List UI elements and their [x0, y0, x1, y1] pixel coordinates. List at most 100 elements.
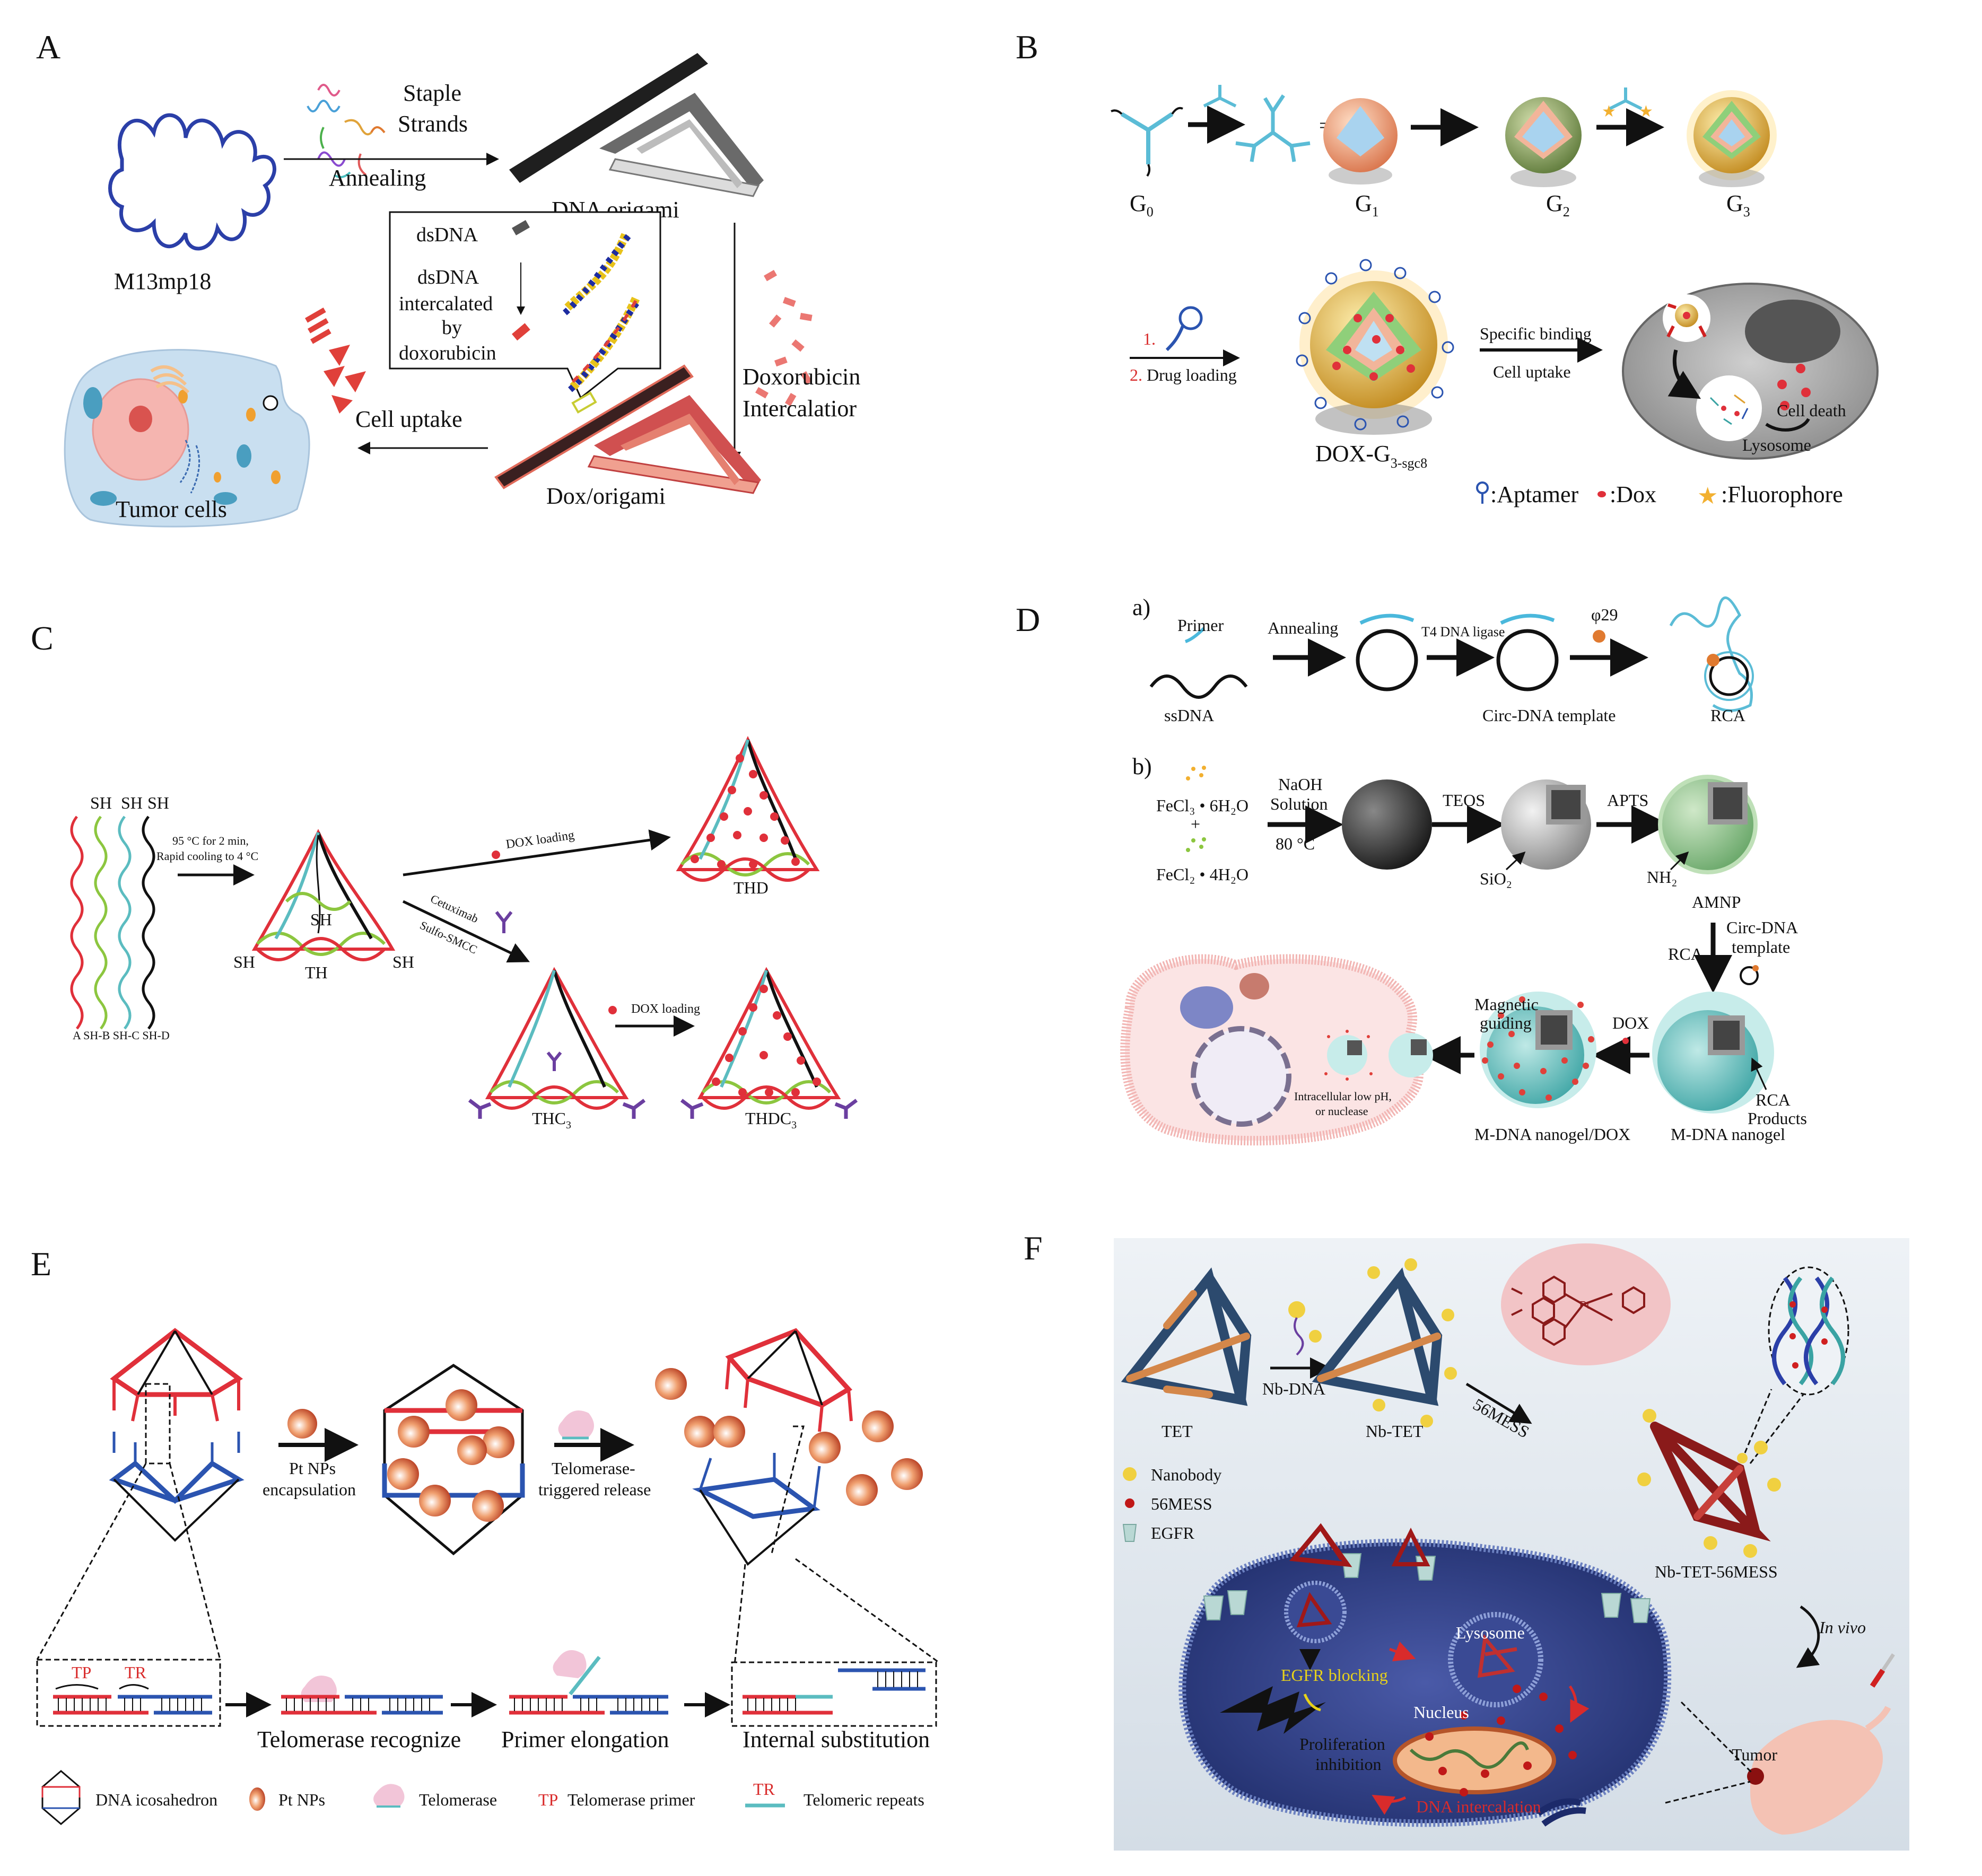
- legend-tp-label: Telomerase primer: [567, 1790, 695, 1809]
- tr-label: TR: [125, 1663, 147, 1682]
- tetrahedron-thdc3-icon: [680, 967, 858, 1119]
- th-label: TH: [305, 963, 328, 982]
- d-dox-dot-icon: [1622, 1038, 1629, 1044]
- legend-tr-mark: TR: [753, 1779, 775, 1799]
- dox-loading-label-2: DOX loading: [631, 1002, 700, 1016]
- dox-g3-sgc8-label: DOX-G3-sgc8: [1315, 441, 1427, 471]
- panel-c: C SH SH SH A SH-B SH-C SH-D 95 °C for 2 …: [31, 619, 858, 1131]
- silica-shell-sphere-icon: [1501, 779, 1591, 870]
- tumor-label: Tumor: [1732, 1745, 1777, 1764]
- tp-tr-duplex-box: TP TR: [36, 1659, 221, 1727]
- panel-label-b: B: [1016, 28, 1038, 66]
- teos-label: TEOS: [1443, 791, 1485, 810]
- dox-origami-fragments-icon: [305, 308, 366, 414]
- panel-b: B =: [1016, 28, 1879, 509]
- lysosome-label: Lysosome: [1456, 1623, 1525, 1642]
- panel-e: E Pt NPs encapsulation: [31, 1245, 939, 1825]
- thdc3-label: THDC3: [745, 1109, 797, 1131]
- panel-f: F TET Nb-DNA Nb-TET: [1024, 1229, 1909, 1851]
- sh-left-label: SH: [233, 952, 255, 971]
- g3-sphere-icon: [1687, 90, 1777, 187]
- f-legend: Nanobody 56MESS EGFR: [1122, 1465, 1221, 1542]
- legend-aptamer-label: :Aptamer: [1490, 481, 1579, 507]
- amnp-sphere-icon: [1658, 775, 1758, 874]
- cetuximab-label: Cetuximab: [429, 892, 481, 925]
- amnp-label: AMNP: [1692, 892, 1741, 911]
- inset-dsdna-label: dsDNA: [416, 224, 478, 246]
- annealing-label: Annealing: [329, 165, 426, 191]
- legend-pt-label: Pt NPs: [278, 1790, 325, 1809]
- dox-dot-icon: [492, 851, 500, 859]
- guiding-label: guiding: [1480, 1013, 1532, 1032]
- annealing-condition-2: Rapid cooling to 4 °C: [156, 849, 258, 863]
- legend-dox-label: :Dox: [1610, 481, 1656, 507]
- d-dox-label: DOX: [1612, 1013, 1649, 1032]
- m-dna-nanogel-label: M-DNA nanogel: [1671, 1125, 1785, 1144]
- primer-label: Primer: [1177, 616, 1224, 635]
- egfr-blocking-label: EGFR blocking: [1281, 1665, 1388, 1685]
- tet-tetrahedron-icon: [1121, 1267, 1252, 1406]
- nude-mouse-icon: [1747, 1653, 1895, 1835]
- dox-loading-label-1: DOX loading: [505, 828, 575, 852]
- rca-products-label-1: RCA: [1756, 1090, 1791, 1109]
- panel-a: A M13mp18 Staple Strands Annealing DNA o…: [36, 28, 860, 528]
- telomerase-recognize-duplex: [281, 1676, 443, 1715]
- solution-label: Solution: [1270, 794, 1328, 813]
- t4-ligase-label: T4 DNA ligase: [1421, 624, 1505, 639]
- g3-label: G3: [1726, 190, 1750, 220]
- cell-death-label: Cell death: [1777, 401, 1846, 420]
- dna-origami-icon: [509, 53, 764, 197]
- tetrahedron-thc3-icon: [468, 967, 646, 1119]
- telomerase-icon: [558, 1410, 594, 1440]
- g1-sphere-icon: [1323, 98, 1398, 185]
- magnetic-label: Magnetic: [1474, 995, 1539, 1014]
- target-cell-icon: [1622, 283, 1879, 460]
- egfr-icon: [1122, 1524, 1137, 1542]
- in-vivo-arrow: [1796, 1605, 1820, 1668]
- svg-text:★: ★: [1639, 103, 1653, 120]
- g0-label: G0: [1130, 190, 1154, 220]
- plus-label: +: [1191, 814, 1200, 834]
- target-cell-membrane-icon: [1120, 954, 1433, 1146]
- sh-right-label: SH: [392, 952, 414, 971]
- sh-label-1: SH: [90, 793, 112, 812]
- circ-dna-template-icon: [1496, 629, 1559, 691]
- nb-tet-56mess-icon: [1637, 1409, 1781, 1558]
- nanobody-icon: [1123, 1467, 1137, 1481]
- staple-strands-icon: [307, 84, 386, 178]
- released-pt-nps: [655, 1368, 923, 1506]
- zoom-callout-lines-left: [36, 1463, 221, 1660]
- sh-center-label: SH: [310, 910, 332, 929]
- proliferation-label-1: Proliferation: [1299, 1734, 1385, 1754]
- panel-label-f: F: [1024, 1229, 1043, 1267]
- phi29-label: φ29: [1591, 605, 1618, 624]
- e-legend: DNA icosahedron Pt NPs Telomerase TP Tel…: [41, 1770, 924, 1825]
- tetrahedron-th-icon: [251, 829, 396, 961]
- dna-icosahedron-open-icon: [109, 1328, 245, 1542]
- f-arrow-56mess: [1465, 1382, 1532, 1424]
- primer-icon: [1184, 627, 1206, 643]
- legend-telomerase-label: Telomerase: [419, 1790, 497, 1809]
- thc3-label: THC3: [532, 1109, 571, 1131]
- dsdna-inset-callout: dsDNA dsDNA intercalated by doxorubicin: [389, 211, 661, 399]
- dox-origami-icon: [494, 364, 761, 494]
- nicked-circle-icon: [1356, 629, 1418, 691]
- inset-doxorubicin-label: doxorubicin: [399, 342, 496, 364]
- g0-y-dna-icon: [1111, 107, 1183, 177]
- legend-tr-label: Telomeric repeats: [804, 1790, 924, 1809]
- telomerase-legend-icon: [373, 1784, 405, 1808]
- rca-label: RCA: [1710, 706, 1745, 725]
- panel-label-c: C: [31, 619, 54, 657]
- g1-label: G1: [1355, 190, 1379, 220]
- staple-label-1: Staple: [403, 80, 461, 106]
- legend-56mess-label: 56MESS: [1151, 1494, 1212, 1513]
- dna-icosahedron-loaded-icon: [382, 1364, 525, 1556]
- nb-tet-label: Nb-TET: [1366, 1422, 1424, 1441]
- b-cell-uptake-label: Cell uptake: [1493, 362, 1571, 381]
- nb-tet-tetrahedron-icon: [1309, 1258, 1457, 1427]
- telomerase-release-label-2: triggered release: [538, 1480, 651, 1499]
- inset-by-label: by: [442, 317, 462, 339]
- dna-icosahedron-released-icon: [692, 1328, 853, 1566]
- mess-dot-icon: [1125, 1498, 1134, 1508]
- tet-label: TET: [1162, 1422, 1193, 1441]
